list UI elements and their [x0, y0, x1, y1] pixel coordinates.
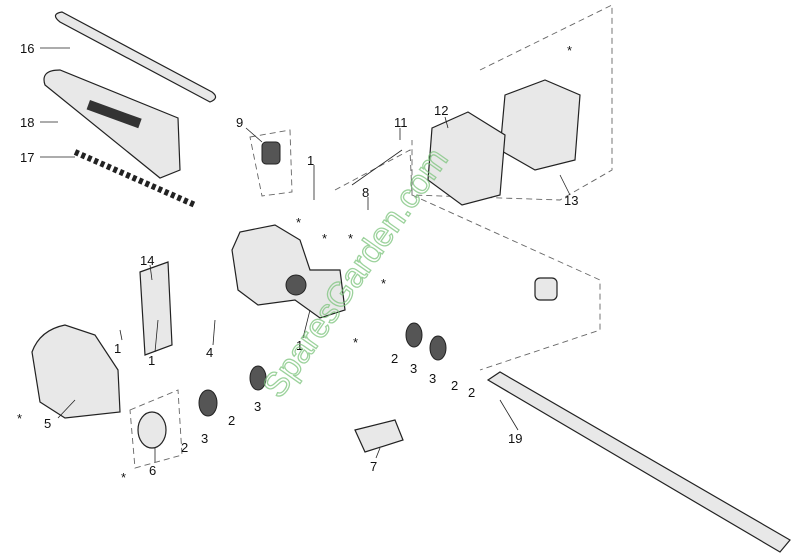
label-7: 7	[370, 459, 377, 474]
label-19: 19	[508, 431, 522, 446]
label-18: 18	[20, 115, 34, 130]
gearbox-cover	[499, 79, 581, 171]
label-3: 3	[429, 371, 436, 386]
asterisk-mark: *	[353, 335, 358, 350]
oil-cap	[261, 141, 281, 165]
sprocket	[137, 411, 167, 449]
asterisk-mark: *	[381, 276, 386, 291]
saw-chain	[73, 149, 197, 208]
asterisk-mark: *	[348, 231, 353, 246]
label-1: 1	[307, 153, 314, 168]
chain-guard-slot	[86, 100, 142, 129]
label-8: 8	[362, 185, 369, 200]
label-5: 5	[44, 416, 51, 431]
chain-guard	[43, 69, 181, 179]
label-11: 11	[394, 115, 408, 130]
shaft	[351, 149, 403, 186]
bearing	[249, 365, 267, 391]
gasket	[427, 111, 506, 206]
label-16: 16	[20, 41, 34, 56]
label-1: 1	[148, 353, 155, 368]
sleeve	[354, 419, 404, 453]
label-6: 6	[149, 463, 156, 478]
asterisk-mark: *	[17, 411, 22, 426]
leader-lines	[40, 47, 571, 462]
housing-bore	[285, 274, 307, 296]
asterisk-mark: *	[567, 43, 572, 58]
sprocket-group-outline	[129, 389, 183, 469]
label-2: 2	[468, 385, 475, 400]
label-4: 4	[206, 345, 213, 360]
plate	[139, 261, 173, 356]
label-2: 2	[391, 351, 398, 366]
label-1: 1	[296, 338, 303, 353]
bearing	[405, 322, 423, 348]
label-12: 12	[434, 103, 448, 118]
gear-housing	[231, 224, 346, 319]
label-2: 2	[451, 378, 458, 393]
sprocket-cover	[31, 324, 121, 419]
bearing	[198, 389, 218, 417]
guide-bar	[54, 11, 217, 103]
label-3: 3	[254, 399, 261, 414]
bearing	[429, 335, 447, 361]
label-9: 9	[236, 115, 243, 130]
roller	[534, 277, 558, 301]
asterisk-mark: *	[121, 470, 126, 485]
label-3: 3	[410, 361, 417, 376]
label-2: 2	[228, 413, 235, 428]
tube	[486, 371, 791, 553]
shaft-group-outline	[334, 149, 601, 371]
label-17: 17	[20, 150, 34, 165]
asterisk-mark: *	[296, 215, 301, 230]
label-3: 3	[201, 431, 208, 446]
asterisk-mark: *	[322, 231, 327, 246]
label-13: 13	[564, 193, 578, 208]
label-1: 1	[114, 341, 121, 356]
cover-group-outline	[411, 4, 613, 201]
oil-cap-group-outline	[249, 129, 293, 197]
label-14: 14	[140, 253, 154, 268]
label-2: 2	[181, 440, 188, 455]
